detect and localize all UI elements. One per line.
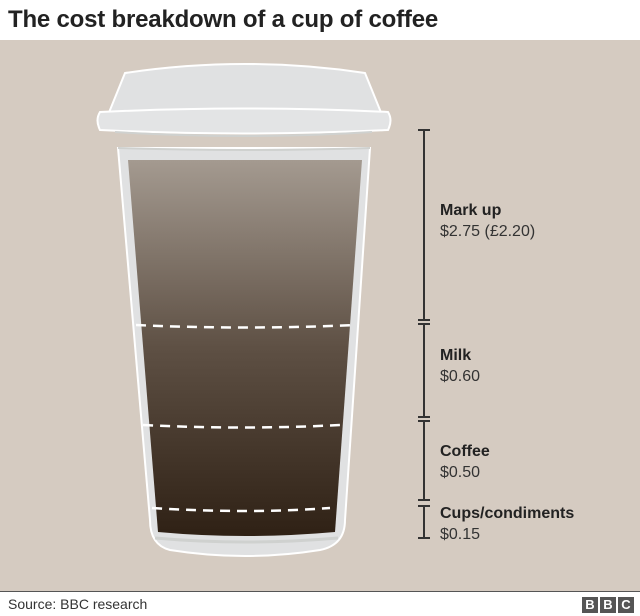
segment-label-milk: Milk $0.60 (440, 346, 480, 388)
segment-label-cups: Cups/condiments $0.15 (440, 504, 574, 546)
segment-value: $0.50 (440, 464, 481, 481)
segment-name: Cups/condiments (440, 505, 575, 522)
segment-name: Coffee (440, 443, 490, 460)
segment-name: Mark up (440, 202, 502, 219)
segment-label-markup: Mark up $2.75 (£2.20) (440, 201, 535, 243)
segment-value: $0.15 (440, 526, 481, 543)
segment-name: Milk (440, 347, 472, 364)
coffee-fill (128, 160, 362, 536)
segment-label-coffee: Coffee $0.50 (440, 442, 490, 484)
bracket-cups (418, 505, 430, 539)
coffee-cup-illustration (96, 63, 430, 557)
divider-milk (135, 323, 356, 329)
logo-letter: B (600, 597, 616, 613)
source-note: Source: BBC research (8, 596, 148, 612)
divider-coffee (142, 423, 341, 429)
segment-value: $0.60 (440, 368, 481, 385)
bracket-coffee (418, 420, 430, 501)
bbc-logo: B B C (582, 597, 634, 613)
divider-cups (151, 506, 331, 513)
bracket-markup (418, 129, 430, 321)
logo-letter: B (582, 597, 598, 613)
footer-divider (0, 591, 640, 592)
chart-title: The cost breakdown of a cup of coffee (8, 6, 438, 33)
bracket-milk (418, 323, 430, 418)
segment-value: $2.75 (£2.20) (440, 223, 536, 240)
logo-letter: C (618, 597, 634, 613)
